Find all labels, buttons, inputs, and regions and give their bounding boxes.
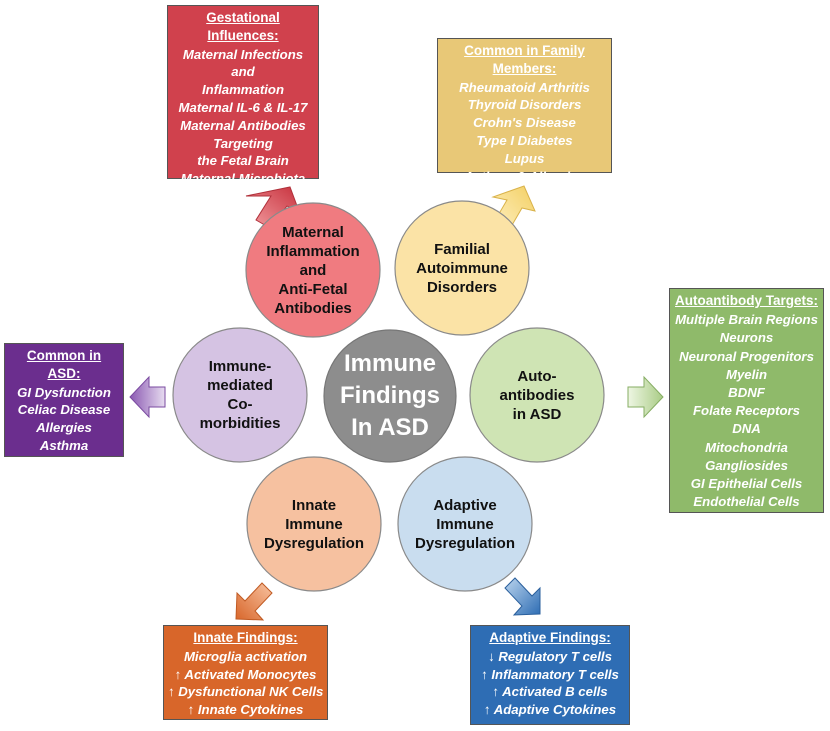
circle-autoantibodies (469, 327, 605, 463)
innate-item: ↑ Dysfunctional NK Cells (168, 684, 324, 700)
gestational-item: Maternal Antibodies (180, 117, 306, 133)
adaptive-item: ↑ Inflammatory T cells (481, 666, 619, 682)
autoantibody-item: Gangliosides (705, 457, 788, 473)
gestational-item: Maternal Microbiota (180, 171, 306, 187)
gestational-item: Inflammation (201, 82, 285, 98)
asd-item: Type I Diabetes (15, 455, 113, 471)
arrow-to-asd (129, 375, 166, 419)
gestational-item: and (231, 64, 255, 80)
circle-center (323, 329, 457, 463)
gestational-item: the Fetal Brain (197, 153, 289, 169)
gestational-item: Maternal IL-6 & IL-17 (178, 99, 308, 115)
innate-item: ↑ Activated Monocytes (174, 666, 317, 682)
adaptive-item: ↑ Activated B cells (492, 684, 608, 700)
autoantibody-item: BDNF (728, 385, 765, 401)
autoantibody-item: Folate Receptors (693, 403, 800, 419)
arrow-to-autoantibody (627, 375, 664, 419)
circle-comorbid (172, 327, 308, 463)
common-in-asd-box: Common in ASD: GI Dysfunction Celiac Dis… (4, 343, 124, 471)
innate-item: ↑ Innate Cytokines (187, 702, 304, 718)
circle-maternal (245, 202, 381, 338)
family-item: Thyroid Disorders (467, 97, 582, 113)
autoantibody-item: Mitochondria (705, 439, 788, 455)
autoantibody-item: Multiple Brain Regions (675, 312, 818, 328)
circle-innate (246, 456, 382, 592)
circle-adaptive (397, 456, 533, 592)
innate-findings-box: Innate Findings: Microglia activation ↑ … (163, 625, 328, 720)
asd-title: Common in ASD: (26, 348, 102, 381)
family-item: Lupus (504, 150, 545, 166)
asd-item: Allergies (36, 420, 92, 436)
family-members-box: Common in Family Members: Rheumatoid Art… (437, 38, 612, 184)
adaptive-title: Adaptive Findings: (489, 630, 611, 645)
autoantibody-item: GI Epithelial Cells (690, 476, 803, 492)
autoantibody-title: Autoantibody Targets: (675, 293, 818, 308)
arrow-to-innate (235, 582, 273, 621)
autoantibody-item: DNA (732, 421, 761, 437)
asd-item: GI Dysfunction (17, 384, 111, 400)
gestational-influences-box: Gestational Influences: Maternal Infecti… (167, 5, 319, 186)
arrow-to-adaptive (504, 577, 541, 616)
family-item: Asthma & Allergies (464, 168, 585, 184)
innate-title: Innate Findings: (193, 630, 298, 645)
gestational-item: Targeting (213, 135, 273, 151)
family-item: Rheumatoid Arthritis (459, 79, 590, 95)
adaptive-item: ↓ Regulatory T cells (488, 648, 612, 664)
family-item: Type I Diabetes (476, 132, 573, 148)
family-item: Crohn's Disease (473, 115, 576, 131)
adaptive-findings-box: Adaptive Findings: ↓ Regulatory T cells … (470, 625, 630, 725)
family-title: Common in Family Members: (464, 43, 585, 76)
autoantibody-item: Myelin (725, 366, 768, 382)
autoantibody-targets-box: Autoantibody Targets: Multiple Brain Reg… (669, 288, 824, 513)
asd-item: Asthma (39, 437, 89, 453)
adaptive-item: ↑ Adaptive Cytokines (483, 702, 617, 718)
gestational-item: Maternal Infections (182, 46, 304, 62)
autoantibody-item: Neuronal Progenitors (679, 348, 814, 364)
circle-familial (394, 200, 530, 336)
autoantibody-item: Neurons (719, 330, 774, 346)
innate-item: Microglia activation (183, 648, 308, 664)
asd-item: Celiac Disease (17, 402, 111, 418)
autoantibody-item: Endothelial Cells (693, 494, 800, 510)
gestational-title: Gestational Influences: (206, 10, 280, 43)
